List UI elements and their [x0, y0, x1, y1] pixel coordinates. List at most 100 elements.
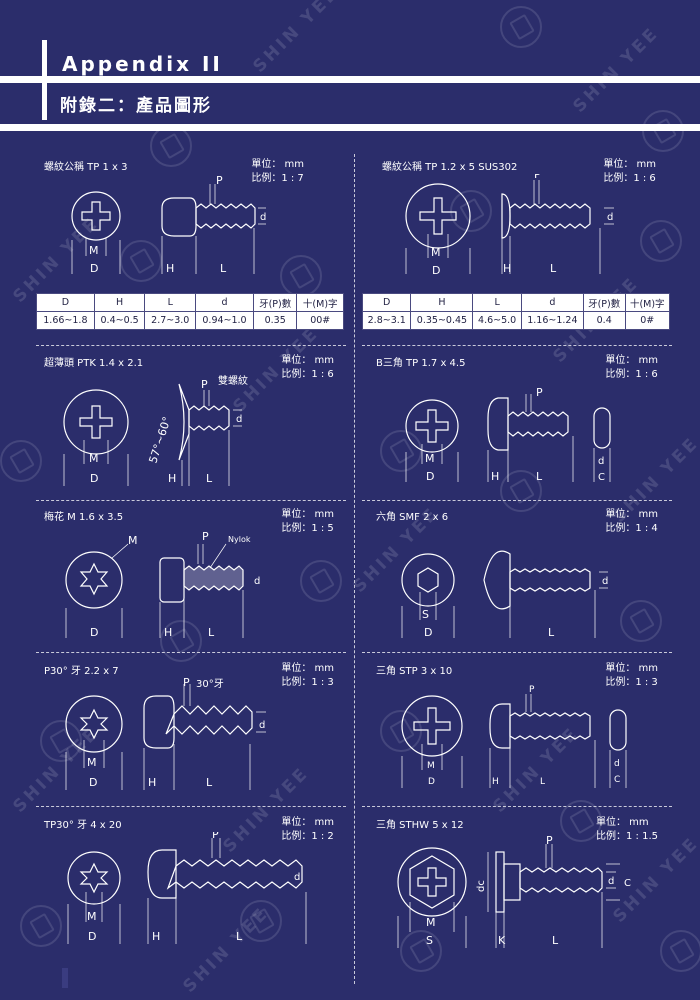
scale-text: 比例：1 : 6 — [605, 369, 658, 380]
unit-block: 單位： mm 比例：1 : 1.5 — [596, 816, 658, 844]
header-accent-bar — [42, 40, 47, 88]
dim-label-p: P — [183, 678, 190, 689]
thread-note: 30°牙 — [196, 678, 224, 690]
product-cell-tp-1.2x5: 螺紋公稱 TP 1.2 x 5 SUS302 單位： mm 比例：1 : 6 M… — [382, 158, 682, 298]
scale-text: 比例：1 : 3 — [605, 677, 658, 688]
watermark-logo-icon — [640, 220, 682, 262]
dim-label-p: P — [536, 386, 543, 399]
product-name: P30° 牙 2.2 x 7 — [44, 666, 119, 677]
dim-label-m: M — [89, 452, 99, 465]
product-name: 六角 SMF 2 x 6 — [376, 512, 449, 523]
dim-label-h: H — [168, 472, 176, 485]
unit-block: 單位： mm 比例：1 : 6 — [603, 158, 656, 186]
dim-label-d-major: D — [428, 777, 435, 787]
dim-label-l: L — [548, 626, 555, 639]
product-cell-stp-3x10: 三角 STP 3 x 10 單位： mm 比例：1 : 3 M D H L P — [376, 662, 676, 802]
page-tab-marker — [62, 968, 68, 988]
watermark-text: SHIN YEE — [249, 0, 344, 77]
watermark-logo-icon — [400, 930, 442, 972]
unit-label: 單位： mm — [605, 509, 658, 520]
dim-label-m: M — [89, 244, 99, 257]
dim-label-l: L — [206, 776, 213, 789]
dim-label-l: L — [236, 930, 243, 943]
product-cell-sthw-5x12: 三角 STHW 5 x 12 單位： mm 比例：1 : 1.5 M — [376, 816, 676, 956]
unit-label: 單位： mm — [281, 355, 334, 366]
dim-label-d: d — [294, 872, 300, 883]
dim-label-d: d — [260, 212, 266, 223]
scale-text: 比例：1 : 4 — [605, 523, 658, 534]
unit-block: 單位： mm 比例：1 : 3 — [281, 662, 334, 690]
dim-label-l: L — [550, 262, 557, 275]
watermark-logo-icon — [620, 600, 662, 642]
product-name: TP30° 牙 4 x 20 — [44, 820, 122, 831]
unit-label: 單位： mm — [605, 663, 658, 674]
product-cell-tp30-4x20: TP30° 牙 4 x 20 單位： mm 比例：1 : 2 M D H L P… — [44, 816, 344, 956]
dim-label-d-major: D — [88, 930, 96, 943]
dim-label-dc: dc — [476, 880, 487, 892]
dim-label-m: M — [427, 761, 435, 771]
dim-label-p: P — [202, 530, 209, 543]
unit-block: 單位： mm 比例：1 : 5 — [281, 508, 334, 536]
watermark-logo-icon — [160, 620, 202, 662]
watermark-text: SHIN YEE — [569, 23, 664, 117]
dim-label-d: d — [254, 576, 260, 587]
angle-label: 57°~60° — [146, 415, 173, 465]
dim-label-p: P — [546, 834, 553, 847]
scale-text: 比例：1 : 1.5 — [596, 831, 658, 842]
scale-text: 比例：1 : 7 — [251, 173, 304, 184]
header-accent-bar-2 — [42, 84, 47, 120]
watermark-logo-icon — [500, 470, 542, 512]
unit-block: 單位： mm 比例：1 : 7 — [251, 158, 304, 186]
dim-label-h: H — [492, 777, 499, 787]
row-divider — [362, 345, 672, 346]
unit-label: 單位： mm — [603, 159, 656, 170]
thread-note: 雙螺紋 — [218, 374, 248, 387]
dim-label-d-major: D — [90, 626, 98, 639]
dim-label-d: d — [607, 212, 613, 223]
watermark-logo-icon — [0, 440, 42, 482]
unit-label: 單位： mm — [605, 355, 658, 366]
dim-label-h: H — [164, 626, 172, 639]
screw-drawing: M D H L P d 30°牙 — [65, 678, 266, 790]
dim-label-m: M — [87, 910, 97, 923]
dim-label-l: L — [536, 470, 543, 483]
dim-label-p: P — [529, 685, 535, 695]
dim-label-d-major: D — [90, 262, 98, 275]
dim-label-d-major: D — [424, 626, 432, 639]
dim-label-p: P — [216, 174, 223, 187]
watermark-logo-icon — [642, 110, 684, 152]
dim-label-m: M — [431, 246, 441, 259]
scale-text: 比例：1 : 6 — [281, 369, 334, 380]
header-rule-bottom — [0, 124, 700, 131]
dim-label-l: L — [208, 626, 215, 639]
dim-label-m: M — [87, 756, 97, 769]
watermark-logo-icon — [240, 900, 282, 942]
product-cell-torx-m-1.6x3.5: 梅花 M 1.6 x 3.5 單位： mm 比例：1 : 5 M D H L P… — [44, 508, 344, 648]
dim-label-d-major: D — [426, 470, 434, 483]
screw-drawing: M D H L P d C — [401, 685, 627, 788]
scale-text: 比例：1 : 3 — [281, 677, 334, 688]
unit-block: 單位： mm 比例：1 : 4 — [605, 508, 658, 536]
page-subtitle: 附錄二：產品圖形 — [60, 96, 212, 116]
dim-label-m: M — [425, 452, 435, 465]
scale-text: 比例：1 : 2 — [281, 831, 334, 842]
watermark-logo-icon — [20, 905, 62, 947]
product-name: B三角 TP 1.7 x 4.5 — [376, 358, 466, 369]
dim-label-c: C — [624, 878, 631, 889]
row-divider — [36, 652, 346, 653]
nylok-note: Nylok — [228, 535, 251, 544]
unit-label: 單位： mm — [596, 817, 649, 828]
dim-label-p: P — [212, 832, 219, 841]
unit-label: 單位： mm — [281, 509, 334, 520]
watermark-logo-icon — [380, 430, 422, 472]
screw-drawing: M S K L P d C dc — [397, 834, 631, 948]
screw-drawing: M D H L P d — [67, 832, 307, 944]
unit-block: 單位： mm 比例：1 : 2 — [281, 816, 334, 844]
watermark-logo-icon — [120, 240, 162, 282]
dim-label-h: H — [491, 470, 499, 483]
row-divider — [362, 806, 672, 807]
